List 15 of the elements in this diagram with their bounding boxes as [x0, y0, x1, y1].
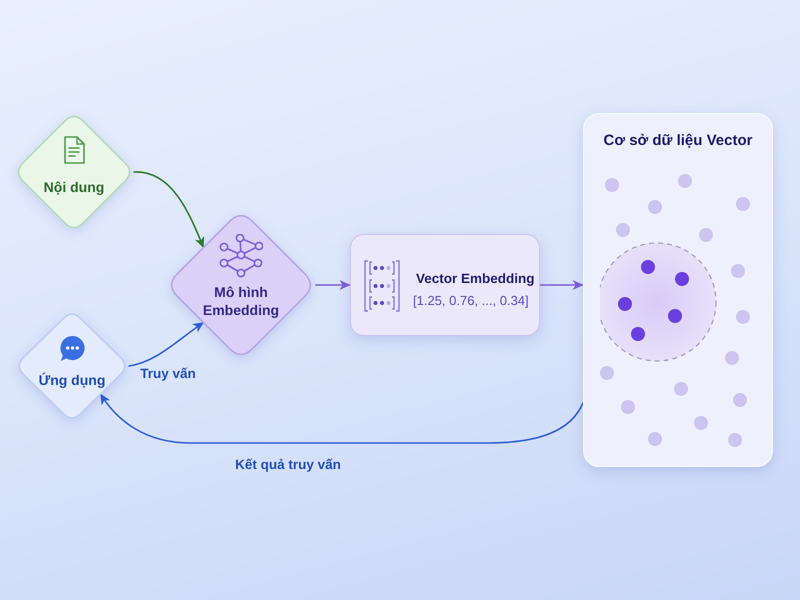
arrow: [315, 280, 351, 290]
arrow: [539, 280, 584, 290]
node-label: Ứng dụng: [38, 371, 106, 390]
edge-label: Truy vấn: [140, 365, 196, 383]
node-label: Nội dung: [42, 178, 106, 196]
arrow: [133, 171, 204, 248]
arrow: [100, 393, 584, 444]
node-label: Cơ sở dữ liệu Vector: [602, 131, 754, 150]
node-label: Mô hình Embedding: [202, 283, 280, 320]
database-panel: [583, 113, 773, 467]
edge-label: Kết quả truy vấn: [235, 456, 341, 474]
arrow: [128, 322, 204, 367]
vector-card: [350, 234, 540, 336]
vector-values: [1.25, 0.76, ..., 0.34]: [413, 293, 529, 310]
node-label: Vector Embedding: [416, 270, 535, 288]
